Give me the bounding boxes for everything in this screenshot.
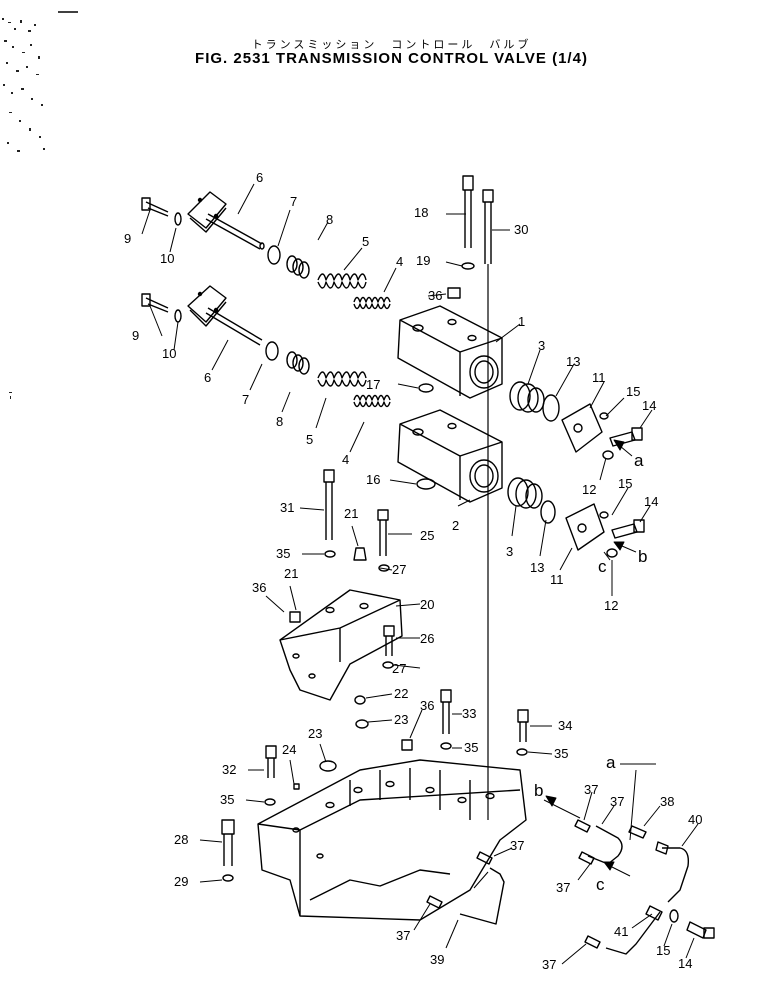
- callout-22: 22: [394, 686, 408, 701]
- callout-15: 15: [626, 384, 640, 399]
- callout-37: 37: [610, 794, 624, 809]
- callout-30: 30: [514, 222, 528, 237]
- callout-15: 15: [618, 476, 632, 491]
- callout-labels: 1233445566778899101011111212131314141415…: [124, 170, 702, 972]
- callout-37: 37: [510, 838, 524, 853]
- callout-21: 21: [284, 566, 298, 581]
- connection-letter-a: a: [606, 753, 616, 772]
- tubes-and-fittings: [426, 819, 715, 955]
- callout-23: 23: [394, 712, 408, 727]
- callout-27: 27: [392, 562, 406, 577]
- callout-16: 16: [366, 472, 380, 487]
- callout-20: 20: [420, 597, 434, 612]
- callout-17: 17: [366, 377, 380, 392]
- callout-10: 10: [162, 346, 176, 361]
- callout-40: 40: [688, 812, 702, 827]
- callout-4: 4: [396, 254, 403, 269]
- figure-title-japanese: トランスミッション コントロール バルブ: [251, 38, 532, 51]
- callout-35: 35: [220, 792, 234, 807]
- valve-body-2: [397, 409, 503, 503]
- callout-7: 7: [290, 194, 297, 209]
- callout-15: 15: [656, 943, 670, 958]
- callout-35: 35: [464, 740, 478, 755]
- callout-9: 9: [132, 328, 139, 343]
- callout-14: 14: [642, 398, 656, 413]
- pistons: [416, 381, 560, 524]
- callout-21: 21: [344, 506, 358, 521]
- callout-37: 37: [584, 782, 598, 797]
- callout-29: 29: [174, 874, 188, 889]
- valve-body-1: [397, 305, 503, 399]
- callout-13: 13: [530, 560, 544, 575]
- callout-10: 10: [160, 251, 174, 266]
- long-bolts: [447, 175, 494, 820]
- connection-letter-a: a: [634, 451, 644, 470]
- callout-24: 24: [282, 742, 296, 757]
- callout-4: 4: [342, 452, 349, 467]
- callout-8: 8: [326, 212, 333, 227]
- callout-37: 37: [396, 928, 410, 943]
- callout-6: 6: [204, 370, 211, 385]
- connection-letter-b: b: [534, 781, 543, 800]
- callout-8: 8: [276, 414, 283, 429]
- callout-28: 28: [174, 832, 188, 847]
- callout-35: 35: [554, 746, 568, 761]
- callout-14: 14: [678, 956, 692, 971]
- callout-1: 1: [518, 314, 525, 329]
- callout-9: 9: [124, 231, 131, 246]
- callout-3: 3: [506, 544, 513, 559]
- callout-7: 7: [242, 392, 249, 407]
- callout-37: 37: [556, 880, 570, 895]
- connection-letters: a a b b c c: [534, 451, 647, 894]
- callout-27: 27: [392, 661, 406, 676]
- callout-14: 14: [644, 494, 658, 509]
- callout-35: 35: [276, 546, 290, 561]
- callout-36: 36: [420, 698, 434, 713]
- lower-spool-assembly: [141, 285, 391, 408]
- callout-18: 18: [414, 205, 428, 220]
- callout-34: 34: [558, 718, 572, 733]
- figure-title: FIG. 2531 TRANSMISSION CONTROL VALVE (1/…: [195, 50, 588, 67]
- callout-12: 12: [604, 598, 618, 613]
- leader-lines: [141, 183, 699, 965]
- callout-12: 12: [582, 482, 596, 497]
- connection-letter-b: b: [638, 547, 647, 566]
- callout-23: 23: [308, 726, 322, 741]
- callout-11: 11: [592, 370, 606, 385]
- callout-2: 2: [452, 518, 459, 533]
- covers: [561, 403, 645, 558]
- callout-33: 33: [462, 706, 476, 721]
- callout-25: 25: [420, 528, 434, 543]
- callout-39: 39: [430, 952, 444, 967]
- callout-26: 26: [420, 631, 434, 646]
- upper-spool-assembly: [141, 191, 391, 310]
- callout-37: 37: [542, 957, 556, 972]
- callout-36: 36: [252, 580, 266, 595]
- connection-letter-c: c: [598, 557, 607, 576]
- callout-31: 31: [280, 500, 294, 515]
- callout-38: 38: [660, 794, 674, 809]
- main-valve-body: [221, 689, 529, 921]
- callout-41: 41: [614, 924, 628, 939]
- connection-letter-c: c: [596, 875, 605, 894]
- callout-3: 3: [538, 338, 545, 353]
- callout-5: 5: [362, 234, 369, 249]
- manifold-20: [279, 469, 403, 701]
- callout-11: 11: [550, 572, 564, 587]
- callout-36: 36: [428, 288, 442, 303]
- callout-5: 5: [306, 432, 313, 447]
- callout-6: 6: [256, 170, 263, 185]
- callout-32: 32: [222, 762, 236, 777]
- callout-13: 13: [566, 354, 580, 369]
- callout-19: 19: [416, 253, 430, 268]
